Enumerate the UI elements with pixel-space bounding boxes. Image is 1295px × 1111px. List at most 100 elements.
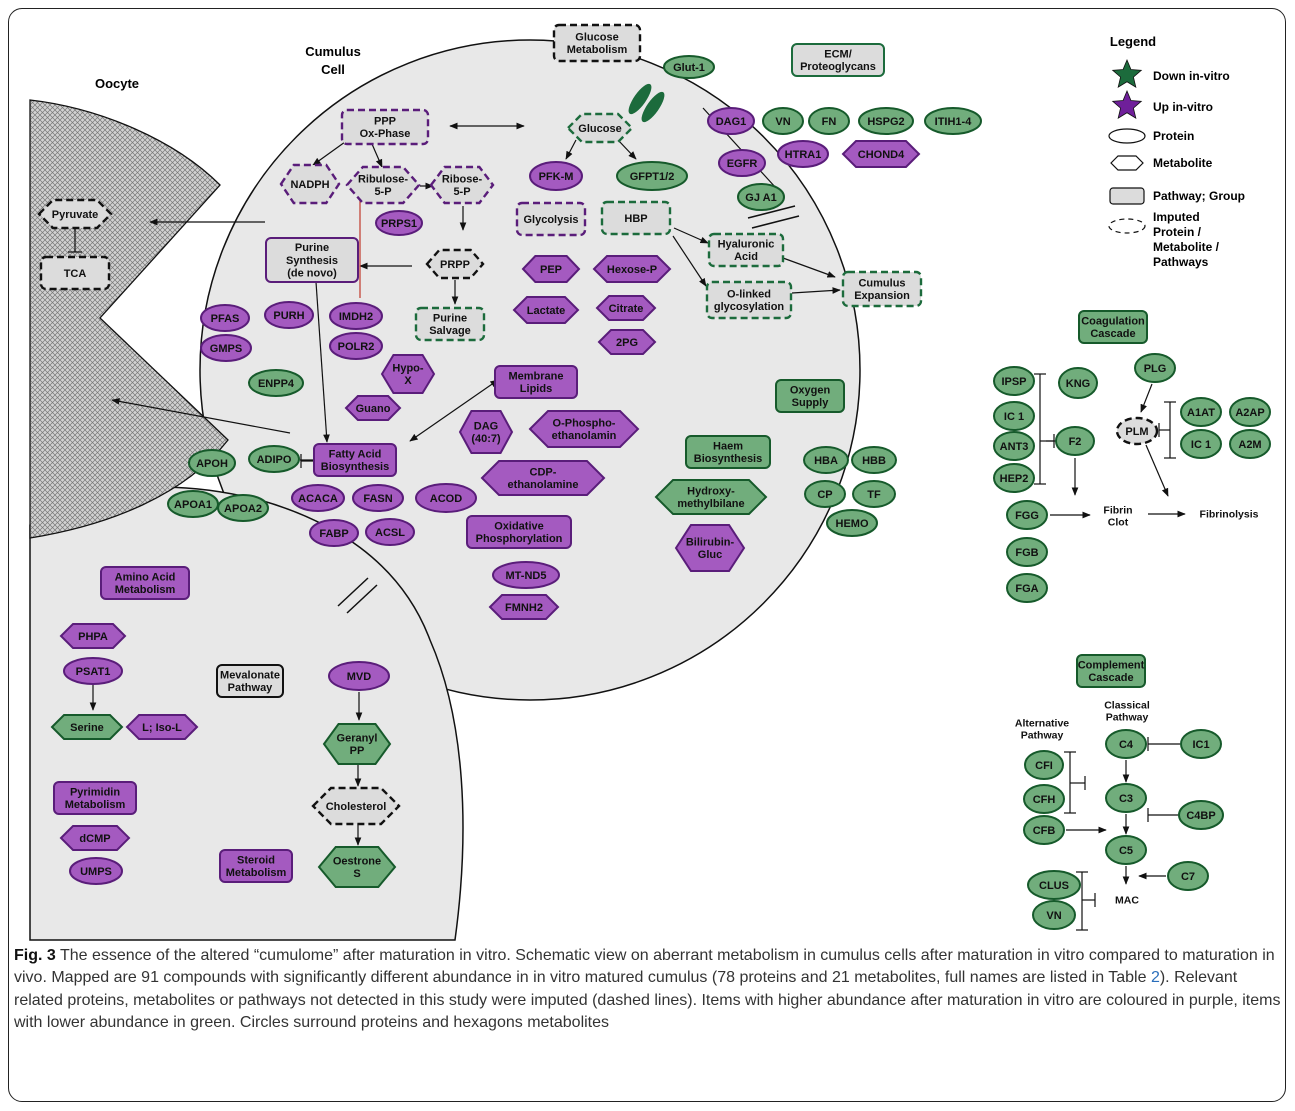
node-label: VN (775, 116, 790, 128)
node-fmnh2: FMNH2 (488, 594, 560, 620)
legend-pathway: Pathway; Group (1153, 189, 1245, 203)
node-label: FN (822, 116, 837, 128)
node-label: A2M (1238, 439, 1261, 451)
node-plm: PLM (1115, 416, 1159, 446)
node-fgb: FGB (1006, 537, 1048, 567)
node-twopg: 2PG (597, 329, 657, 355)
node-acaca: ACACA (291, 484, 345, 512)
legend-metabolite: Metabolite (1153, 156, 1213, 170)
node-label: VN (1046, 910, 1061, 922)
node-label: ACACA (298, 493, 338, 505)
node-label: ACOD (430, 493, 462, 505)
caption-text-1: The essence of the altered “cumulome” af… (14, 947, 1275, 987)
node-label: APOA2 (224, 503, 262, 515)
node-label: C5 (1119, 845, 1133, 857)
legend-title: Legend (1110, 34, 1156, 49)
node-cdp: CDP-ethanolamine (480, 460, 606, 496)
node-guano: Guano (344, 395, 402, 421)
node-label: ADIPO (257, 454, 292, 466)
node-label: PRPP (440, 259, 470, 271)
node-label: Citrate (609, 303, 644, 315)
node-label: dCMP (79, 833, 110, 845)
node-purh: PURH (264, 301, 314, 329)
node-label: PSAT1 (76, 666, 111, 678)
protein-shape-icon (1108, 128, 1146, 144)
node-label: EGFR (727, 158, 758, 170)
node-label: Glycolysis (523, 214, 578, 226)
node-label: Pyruvate (52, 209, 98, 221)
node-label: Guano (356, 403, 391, 415)
node-tf: TF (852, 480, 896, 508)
node-label: Hydroxy-methylbilane (677, 486, 744, 511)
node-hypox: Hypo-X (380, 354, 436, 394)
node-gmps: GMPS (200, 334, 252, 362)
node-label: DAG(40:7) (471, 421, 501, 446)
node-label: Ribose-5-P (442, 174, 483, 199)
node-fasn: FASN (352, 484, 404, 512)
node-label: Fibrinolysis (1200, 509, 1259, 521)
node-polr2: POLR2 (329, 332, 383, 360)
node-gfpt: GFPT1/2 (616, 161, 688, 191)
node-label: Hypo-X (392, 363, 424, 388)
node-htra1: HTRA1 (777, 140, 829, 168)
legend-protein: Protein (1153, 129, 1194, 143)
metabolite-shape-icon (1110, 155, 1144, 171)
node-itih: ITIH1-4 (924, 107, 982, 135)
node-label: GFPT1/2 (630, 171, 675, 183)
node-glycolysis: Glycolysis (515, 201, 587, 237)
node-fga: FGA (1006, 573, 1048, 603)
node-label: CFB (1033, 825, 1056, 837)
node-label: MVD (347, 671, 372, 683)
node-c5: C5 (1105, 835, 1147, 865)
node-label: HEP2 (1000, 473, 1029, 485)
node-kng: KNG (1058, 367, 1098, 399)
node-label: IPSP (1001, 376, 1026, 388)
node-label: HEMO (836, 518, 869, 530)
node-label: MAC (1115, 895, 1139, 907)
pathway-shape-icon (1109, 187, 1145, 205)
node-label: IMDH2 (339, 311, 373, 323)
node-label: UMPS (80, 866, 112, 878)
node-label: HBP (624, 213, 647, 225)
node-label: FGB (1015, 547, 1038, 559)
node-pfas: PFAS (200, 304, 250, 332)
node-ecm: ECM/Proteoglycans (791, 43, 885, 77)
node-cfh: CFH (1023, 784, 1065, 814)
node-label: C3 (1119, 793, 1133, 805)
node-psat1: PSAT1 (63, 657, 123, 685)
node-hspg2: HSPG2 (858, 107, 914, 135)
caption-table-link[interactable]: 2 (1150, 969, 1160, 987)
node-c3: C3 (1105, 783, 1147, 813)
node-plg: PLG (1134, 353, 1176, 383)
node-label: Cholesterol (326, 801, 387, 813)
node-apoa2: APOA2 (217, 494, 269, 522)
node-acsl: ACSL (365, 518, 415, 546)
node-phpa: PHPA (59, 623, 127, 649)
node-adipo: ADIPO (248, 445, 300, 473)
node-label: CDP-ethanolamine (508, 467, 579, 492)
star-icon (1111, 89, 1143, 119)
figure-frame (8, 8, 1286, 1102)
node-prps1: PRPS1 (375, 210, 423, 236)
node-acod: ACOD (415, 483, 477, 513)
node-glucose: Glucose (566, 112, 634, 144)
node-label: MT-ND5 (506, 570, 547, 582)
